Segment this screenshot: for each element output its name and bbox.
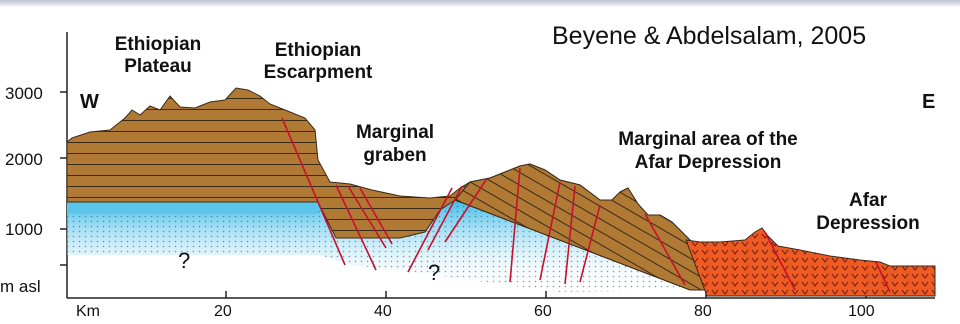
- label-ethiopian-plateau-line2: Plateau: [124, 56, 192, 77]
- fault-lines: [281, 117, 891, 293]
- x-tick-label-100: 100: [848, 303, 875, 320]
- label-marginal-area-line2: Afar Depression: [635, 152, 782, 173]
- slide-top-bar: [0, 0, 960, 6]
- label-afar-depression-line1: Afar: [849, 190, 888, 211]
- west-marker: W: [80, 91, 99, 113]
- label-afar-depression: Afar Depression: [816, 190, 919, 234]
- label-marginal-graben: Marginal graben: [356, 122, 434, 166]
- unknown-basement-mark-2: ?: [428, 260, 440, 285]
- label-marginal-area: Marginal area of the Afar Depression: [618, 129, 798, 173]
- label-ethiopian-escarpment-line1: Ethiopian: [275, 40, 362, 61]
- x-tick-label-40: 40: [374, 303, 392, 320]
- x-tick-label-80: 80: [694, 303, 712, 320]
- label-marginal-graben-line1: Marginal: [356, 122, 434, 143]
- y-tick-label-3000: 3000: [5, 84, 43, 103]
- y-axis-unit: m asl: [0, 277, 41, 296]
- label-marginal-area-line1: Marginal area of the: [618, 129, 798, 150]
- unknown-basement-mark-1: ?: [178, 248, 190, 273]
- east-marker: E: [922, 91, 935, 113]
- x-tick-label-60: 60: [534, 303, 552, 320]
- afar-volcanic-infill: [685, 227, 936, 297]
- y-tick-label-2000: 2000: [5, 150, 43, 169]
- x-axis-unit: Km: [76, 303, 100, 320]
- label-marginal-graben-line2: graben: [363, 145, 426, 166]
- source-credit: Beyene & Abdelsalam, 2005: [552, 22, 867, 50]
- label-ethiopian-plateau: Ethiopian Plateau: [115, 34, 202, 77]
- y-tick-label-1000: 1000: [5, 220, 43, 239]
- x-tick-label-20: 20: [214, 303, 232, 320]
- label-ethiopian-escarpment: Ethiopian Escarpment: [264, 40, 373, 83]
- label-ethiopian-plateau-line1: Ethiopian: [115, 34, 202, 55]
- label-ethiopian-escarpment-line2: Escarpment: [264, 62, 373, 83]
- label-afar-depression-line2: Depression: [816, 213, 919, 234]
- sediment-layer: [67, 200, 690, 292]
